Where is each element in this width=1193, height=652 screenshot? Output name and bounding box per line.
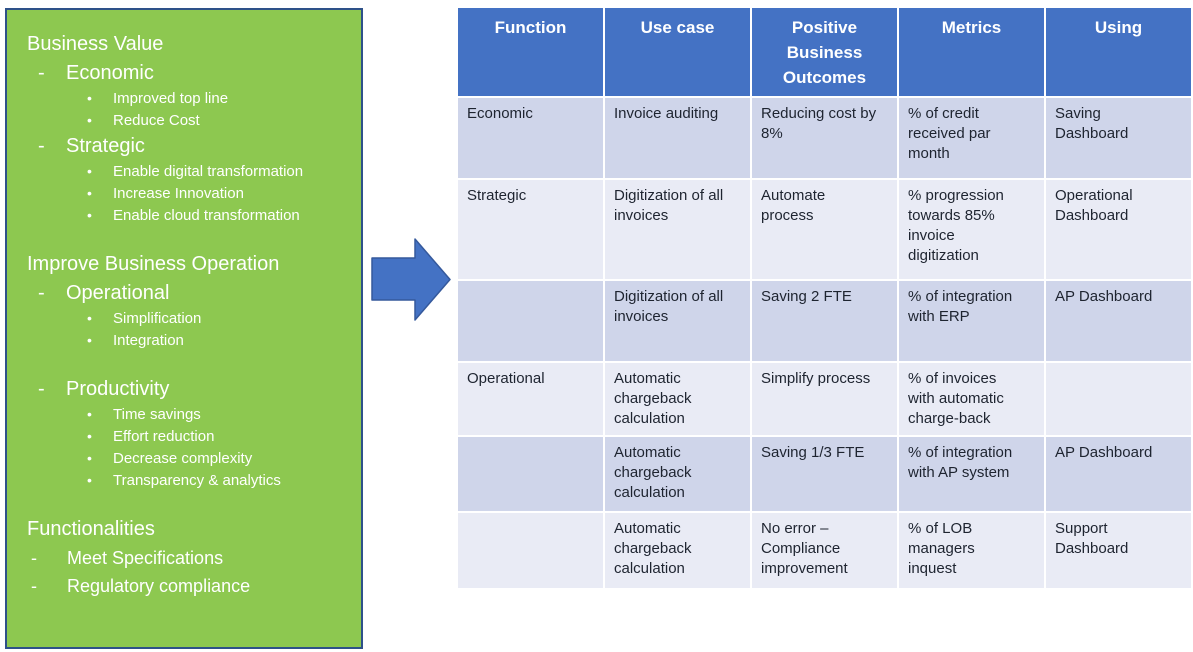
group-label: Operational bbox=[66, 282, 170, 304]
table-header-row: Function Use case Positive Business Outc… bbox=[458, 8, 1191, 96]
table-row: Operational Automatic chargeback calcula… bbox=[458, 363, 1191, 435]
table-cell: Automatic chargeback calculation bbox=[605, 513, 750, 588]
bullet-label: Integration bbox=[113, 332, 184, 349]
bullet-label: Enable cloud transformation bbox=[113, 207, 300, 224]
table-cell: % of integration with ERP bbox=[899, 281, 1044, 361]
section-title-business-value: Business Value bbox=[27, 33, 164, 55]
dash-bullet-icon bbox=[31, 546, 67, 570]
table-cell: Digitization of all invoices bbox=[605, 180, 750, 279]
table-cell: Saving 1/3 FTE bbox=[752, 437, 897, 511]
dot-bullet-icon bbox=[87, 89, 113, 108]
table-cell: Economic bbox=[458, 98, 603, 178]
dash-bullet-icon bbox=[38, 377, 66, 402]
group-label: Economic bbox=[66, 62, 154, 84]
table-cell: Operational Dashboard bbox=[1046, 180, 1191, 279]
bullet-item: Simplification bbox=[7, 309, 361, 328]
bullet-label: Reduce Cost bbox=[113, 112, 200, 129]
table-cell: Automatic chargeback calculation bbox=[605, 363, 750, 435]
bullet-label: Improved top line bbox=[113, 90, 229, 107]
group-productivity: Productivity bbox=[7, 377, 361, 402]
dot-bullet-icon bbox=[87, 309, 113, 328]
bullet-item: Transparency & analytics bbox=[7, 471, 361, 490]
table-cell bbox=[1046, 363, 1191, 435]
bullet-item: Time savings bbox=[7, 405, 361, 424]
column-header-metrics: Metrics bbox=[899, 8, 1044, 96]
table-cell: Simplify process bbox=[752, 363, 897, 435]
dot-bullet-icon bbox=[87, 206, 113, 225]
table-cell: Saving Dashboard bbox=[1046, 98, 1191, 178]
group-label: Regulatory compliance bbox=[67, 576, 251, 596]
bullet-item: Enable cloud transformation bbox=[7, 206, 361, 225]
dash-bullet-icon bbox=[38, 281, 66, 306]
table-cell: Reducing cost by 8% bbox=[752, 98, 897, 178]
bullet-item: Enable digital transformation bbox=[7, 162, 361, 181]
dot-bullet-icon bbox=[87, 184, 113, 203]
table-cell: Digitization of all invoices bbox=[605, 281, 750, 361]
value-mapping-table: Function Use case Positive Business Outc… bbox=[456, 6, 1193, 590]
table-cell: Saving 2 FTE bbox=[752, 281, 897, 361]
table-cell: % progression towards 85% invoice digiti… bbox=[899, 180, 1044, 279]
dash-bullet-icon bbox=[38, 61, 66, 86]
table-cell: Operational bbox=[458, 363, 603, 435]
bullet-label: Effort reduction bbox=[113, 428, 215, 445]
table-cell: Support Dashboard bbox=[1046, 513, 1191, 588]
bullet-label: Decrease complexity bbox=[113, 450, 253, 467]
table-cell: AP Dashboard bbox=[1046, 437, 1191, 511]
bullet-item: Decrease complexity bbox=[7, 449, 361, 468]
bullet-label: Increase Innovation bbox=[113, 185, 244, 202]
bullet-item: Integration bbox=[7, 331, 361, 350]
group-operational: Operational bbox=[7, 281, 361, 306]
table-row: Automatic chargeback calculation Saving … bbox=[458, 437, 1191, 511]
dot-bullet-icon bbox=[87, 427, 113, 446]
dot-bullet-icon bbox=[87, 449, 113, 468]
bullet-item: Increase Innovation bbox=[7, 184, 361, 203]
bullet-label: Simplification bbox=[113, 310, 202, 327]
column-header-use-case: Use case bbox=[605, 8, 750, 96]
table-cell: Automatic chargeback calculation bbox=[605, 437, 750, 511]
dot-bullet-icon bbox=[87, 331, 113, 350]
table-cell bbox=[458, 437, 603, 511]
column-header-outcomes: Positive Business Outcomes bbox=[752, 8, 897, 96]
dot-bullet-icon bbox=[87, 111, 113, 130]
table-row: Automatic chargeback calculation No erro… bbox=[458, 513, 1191, 588]
column-header-using: Using bbox=[1046, 8, 1191, 96]
dot-bullet-icon bbox=[87, 471, 113, 490]
bullet-item: Reduce Cost bbox=[7, 111, 361, 130]
group-meet-specifications: Meet Specifications bbox=[7, 546, 361, 570]
column-header-function: Function bbox=[458, 8, 603, 96]
table-cell bbox=[458, 513, 603, 588]
table-cell: % of invoices with automatic charge-back bbox=[899, 363, 1044, 435]
section-title-improve-operation: Improve Business Operation bbox=[27, 253, 280, 275]
table-row: Digitization of all invoices Saving 2 FT… bbox=[458, 281, 1191, 361]
dot-bullet-icon bbox=[87, 405, 113, 424]
table-cell: Automate process bbox=[752, 180, 897, 279]
bullet-item: Improved top line bbox=[7, 89, 361, 108]
group-economic: Economic bbox=[7, 61, 361, 86]
dot-bullet-icon bbox=[87, 162, 113, 181]
table-cell: % of LOB managers inquest bbox=[899, 513, 1044, 588]
group-regulatory-compliance: Regulatory compliance bbox=[7, 574, 361, 598]
bullet-label: Transparency & analytics bbox=[113, 472, 281, 489]
group-label: Strategic bbox=[66, 135, 145, 157]
group-strategic: Strategic bbox=[7, 134, 361, 159]
business-value-panel: Business Value Economic Improved top lin… bbox=[5, 8, 363, 649]
table-cell: AP Dashboard bbox=[1046, 281, 1191, 361]
table-cell: % of integration with AP system bbox=[899, 437, 1044, 511]
table-row: Economic Invoice auditing Reducing cost … bbox=[458, 98, 1191, 178]
bullet-label: Enable digital transformation bbox=[113, 163, 304, 180]
table-cell: No error – Compliance improvement bbox=[752, 513, 897, 588]
right-arrow-icon bbox=[371, 238, 451, 321]
table-cell: Invoice auditing bbox=[605, 98, 750, 178]
group-label: Productivity bbox=[66, 378, 170, 400]
table-row: Strategic Digitization of all invoices A… bbox=[458, 180, 1191, 279]
table-cell: % of credit received par month bbox=[899, 98, 1044, 178]
dash-bullet-icon bbox=[31, 574, 67, 598]
bullet-label: Time savings bbox=[113, 406, 201, 423]
table-cell: Strategic bbox=[458, 180, 603, 279]
section-title-functionalities: Functionalities bbox=[27, 518, 155, 540]
bullet-item: Effort reduction bbox=[7, 427, 361, 446]
group-label: Meet Specifications bbox=[67, 548, 224, 568]
dash-bullet-icon bbox=[38, 134, 66, 159]
table-cell bbox=[458, 281, 603, 361]
